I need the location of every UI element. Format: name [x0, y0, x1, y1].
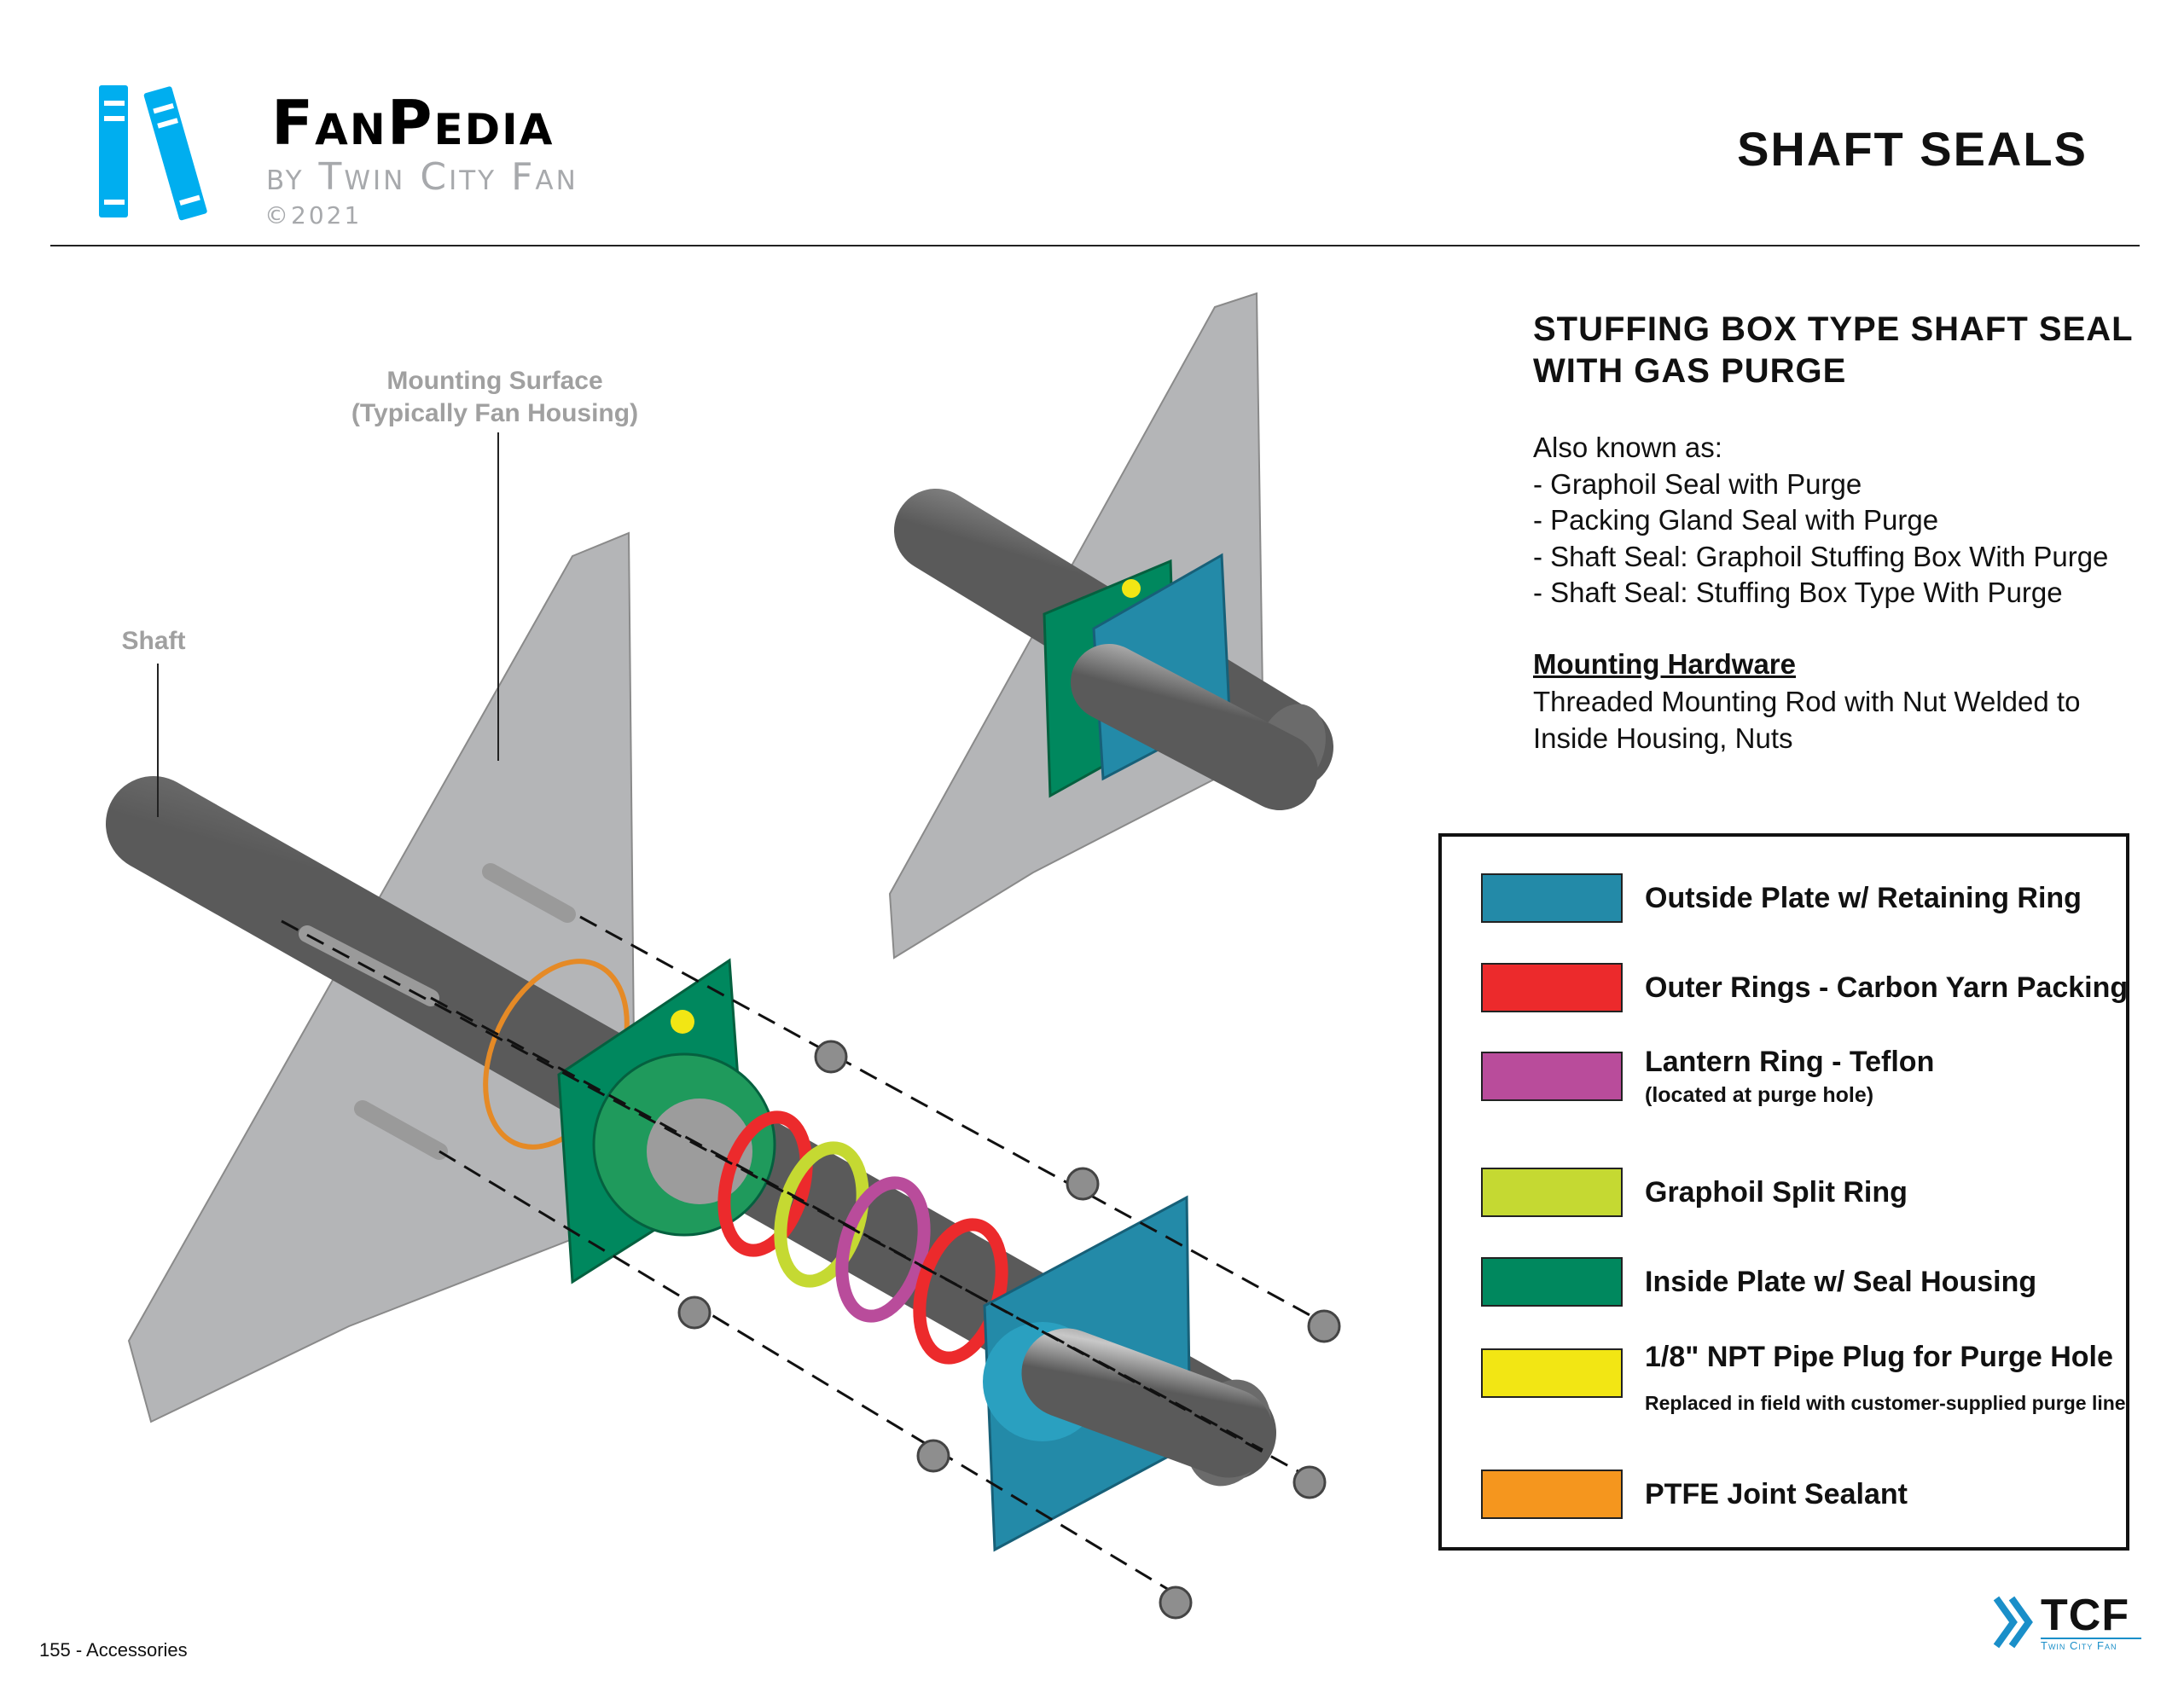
brand-byline: by Twin City Fan: [266, 155, 578, 199]
mounting-hardware-text: Threaded Mounting Rod with Nut Welded to…: [1533, 686, 2081, 754]
aka-item: - Shaft Seal: Stuffing Box Type With Pur…: [1533, 577, 2063, 608]
legend-label: 1/8" NPT Pipe Plug for Purge Hole: [1645, 1341, 2113, 1373]
hex-nuts: [677, 1040, 1341, 1620]
page-footer: 155 - Accessories: [39, 1639, 188, 1661]
legend-item: Outside Plate w/ Retaining Ring: [1481, 873, 2082, 923]
tcf-logo: TCF Twin City Fan: [1993, 1591, 2146, 1655]
legend-swatch: [1481, 873, 1623, 923]
legend-label: Lantern Ring - Teflon: [1645, 1046, 1935, 1078]
tcf-chevrons-icon: [1993, 1596, 2033, 1649]
header-divider: [50, 245, 2140, 246]
legend-label: Outer Rings - Carbon Yarn Packing: [1645, 971, 2129, 1004]
label-mounting-surface-line1: Mounting Surface: [386, 367, 603, 395]
tcf-logo-text: TCF: [2041, 1591, 2130, 1640]
legend-sublabel: (located at purge hole): [1645, 1083, 1874, 1107]
fanpedia-books-logo-icon: [99, 85, 207, 221]
leader-lines: [157, 432, 499, 817]
page-title: SHAFT SEALS: [1737, 122, 2088, 176]
aka-item: - Shaft Seal: Graphoil Stuffing Box With…: [1533, 540, 2109, 572]
graphoil-split-ring: [774, 1141, 869, 1288]
also-known-as: Also known as: - Graphoil Seal with Purg…: [1533, 430, 2108, 612]
shaft-seal-exploded-diagram: [106, 292, 1341, 1620]
section-title-line2: WITH GAS PURGE: [1533, 352, 1847, 390]
carbon-yarn-ring: [717, 1110, 813, 1257]
section-title-line1: STUFFING BOX TYPE SHAFT SEAL: [1533, 310, 2134, 348]
assembly-dashed-lines: [281, 915, 1323, 1597]
legend-swatch: [1481, 1168, 1623, 1217]
legend-sublabel: Replaced in field with customer-supplied…: [1645, 1392, 2126, 1414]
color-legend: Outside Plate w/ Retaining Ring Outer Ri…: [1438, 833, 2129, 1551]
brand-name: FanPedia: [271, 87, 555, 159]
legend-item: Graphoil Split Ring: [1481, 1168, 1908, 1217]
legend-label: Graphoil Split Ring: [1645, 1176, 1908, 1209]
legend-swatch: [1481, 963, 1623, 1012]
purge-plug-large: [671, 1010, 694, 1034]
legend-label: Outside Plate w/ Retaining Ring: [1645, 882, 2082, 914]
legend-item: Inside Plate w/ Seal Housing: [1481, 1257, 2036, 1307]
legend-item: 1/8" NPT Pipe Plug for Purge Hole Replac…: [1481, 1341, 2126, 1420]
legend-label: Inside Plate w/ Seal Housing: [1645, 1266, 2037, 1298]
threaded-rods: [299, 863, 576, 1160]
label-mounting-surface: Mounting Surface (Typically Fan Housing): [324, 365, 665, 430]
legend-swatch: [1481, 1348, 1623, 1398]
copyright: ©2021: [264, 201, 363, 229]
aka-item: - Packing Gland Seal with Purge: [1533, 504, 1939, 536]
legend-item: Outer Rings - Carbon Yarn Packing: [1481, 963, 2128, 1012]
purge-plug-small: [1122, 579, 1141, 598]
legend-item: Lantern Ring - Teflon (located at purge …: [1481, 1046, 1934, 1108]
label-mounting-surface-line2: (Typically Fan Housing): [351, 399, 639, 427]
tcf-logo-subtext: Twin City Fan: [2041, 1638, 2141, 1652]
aka-item: - Graphoil Seal with Purge: [1533, 467, 1862, 500]
mounting-hardware-title: Mounting Hardware: [1533, 648, 1797, 680]
aka-heading: Also known as:: [1533, 432, 1722, 463]
legend-swatch: [1481, 1052, 1623, 1101]
legend-swatch: [1481, 1470, 1623, 1519]
label-shaft: Shaft: [121, 627, 186, 655]
legend-item: PTFE Joint Sealant: [1481, 1470, 1908, 1519]
section-title: STUFFING BOX TYPE SHAFT SEAL WITH GAS PU…: [1533, 309, 2134, 392]
lantern-ring: [835, 1176, 931, 1323]
legend-label: PTFE Joint Sealant: [1645, 1478, 1908, 1510]
legend-swatch: [1481, 1257, 1623, 1307]
